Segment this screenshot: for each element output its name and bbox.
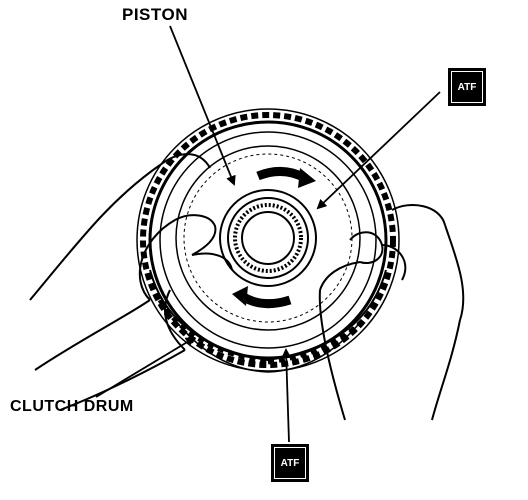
- atf-symbol-bottom-text: ATF: [280, 457, 300, 469]
- clutch-drum-label: CLUTCH DRUM: [10, 398, 134, 415]
- atf-symbol-top: ATF: [448, 68, 486, 106]
- right-hand: [318, 204, 465, 421]
- rotation-arrows: [232, 167, 316, 309]
- atf-symbol-bottom: ATF: [271, 444, 309, 482]
- piston-leader: [169, 25, 236, 186]
- atf-top-leader: [316, 91, 441, 210]
- atf-symbol-top-text: ATF: [457, 81, 477, 93]
- leader-lines: [95, 25, 441, 443]
- piston-label: PISTON: [122, 5, 188, 24]
- left-hand: [29, 153, 233, 411]
- clutch-drum-leader: [95, 336, 196, 398]
- atf-bottom-leader: [281, 348, 292, 443]
